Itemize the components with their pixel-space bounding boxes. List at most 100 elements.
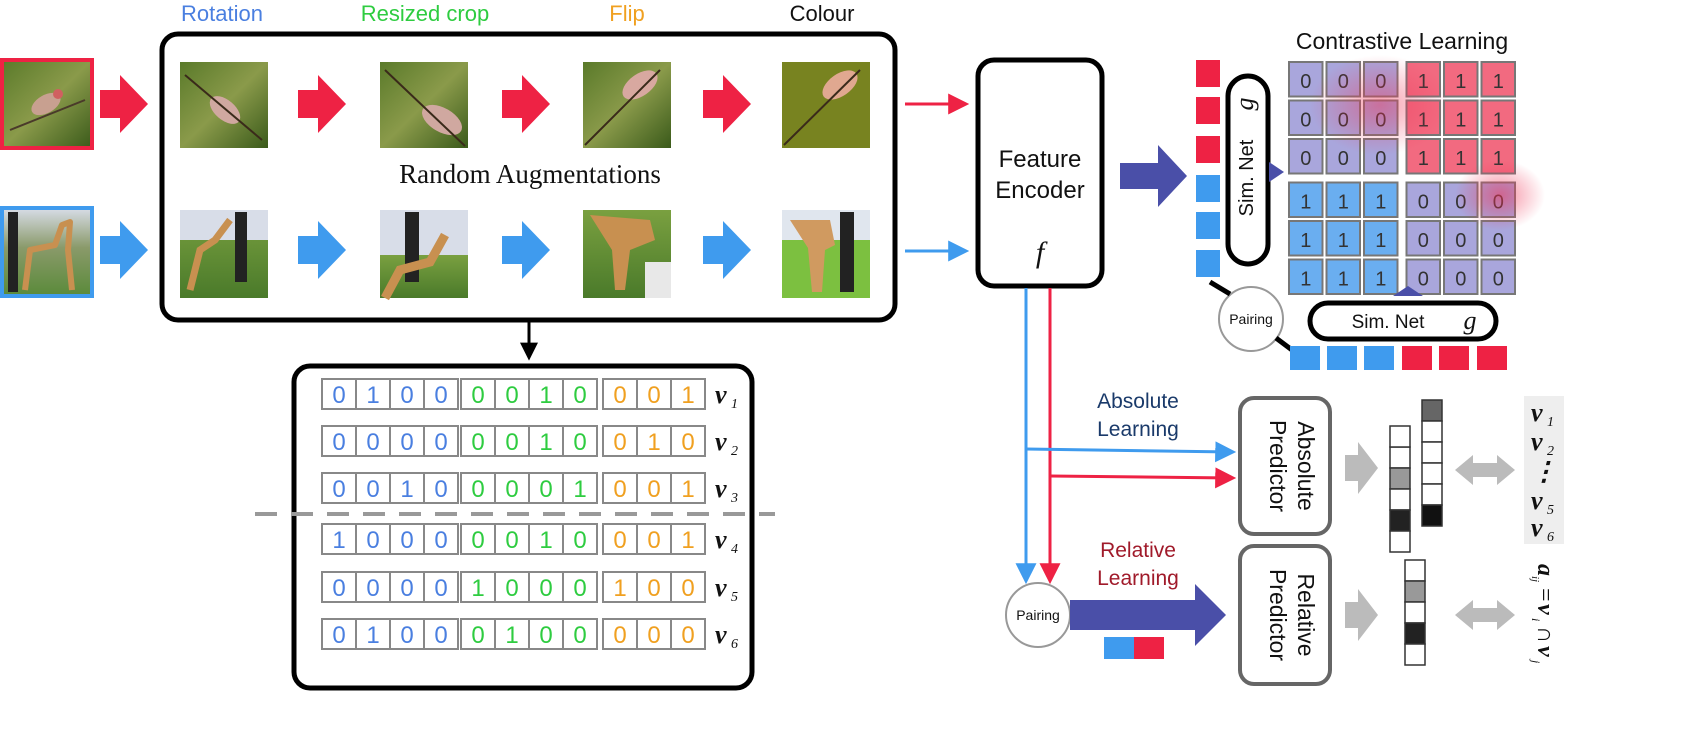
table-cell	[389, 523, 425, 555]
matrix-cell	[1288, 220, 1324, 257]
table-cell-value: 0	[505, 429, 518, 456]
matrix-cell	[1325, 220, 1361, 257]
table-cell	[423, 378, 459, 410]
table-row-vector-subscript: 2	[731, 444, 738, 459]
table-cell-value: 0	[434, 382, 447, 409]
encoder-to-contrastive-arrow	[1120, 145, 1187, 207]
table-cell	[562, 571, 598, 603]
table-cell-value: 0	[573, 575, 586, 602]
bird-colour-image	[782, 62, 870, 148]
matrix-cell	[1480, 99, 1516, 136]
matrix-cell-value: 0	[1418, 269, 1429, 291]
table-cell-value: 1	[366, 382, 379, 409]
bird-rotation-image	[180, 62, 268, 148]
absolute-target-label: v	[1531, 513, 1543, 542]
matrix-glow-bottom	[1455, 160, 1545, 230]
table-row-vector-label: v	[715, 380, 727, 409]
table-cell-value: 0	[332, 476, 345, 503]
sim-net-vertical-label: Sim. Net	[1236, 139, 1258, 216]
table-cell-value: 0	[471, 527, 484, 554]
feature-encoder-line2: Encoder	[995, 177, 1084, 204]
table-cell	[460, 378, 496, 410]
table-cell	[636, 472, 672, 504]
table-cell	[562, 523, 598, 555]
matrix-cell-value: 0	[1300, 110, 1311, 132]
matrix-cell-value: 0	[1493, 230, 1504, 252]
table-cell	[670, 425, 706, 457]
input-bird-image	[0, 58, 94, 150]
table-cell	[389, 425, 425, 457]
matrix-cell	[1363, 181, 1399, 218]
matrix-cell	[1288, 258, 1324, 295]
table-row-vector-subscript: 5	[731, 590, 738, 605]
matrix-cell-value: 0	[1338, 148, 1349, 170]
table-cell	[389, 378, 425, 410]
relative-target-j: j	[1529, 658, 1543, 664]
random-augmentations-label: Random Augmentations	[399, 159, 661, 189]
matrix-cell	[1405, 181, 1441, 218]
relative-target: a ij = v i ∩ v j	[1529, 564, 1558, 664]
relative-target-vj: v	[1532, 646, 1558, 657]
table-cell	[494, 571, 530, 603]
table-cell-value: 0	[434, 476, 447, 503]
table-cell-value: 0	[400, 527, 413, 554]
relative-target-eq: =	[1532, 588, 1558, 602]
dog-colour-image	[782, 210, 870, 298]
table-cell	[528, 571, 564, 603]
table-cell-value: 0	[647, 527, 660, 554]
table-cell	[602, 618, 638, 650]
relative-output-vector	[1404, 559, 1426, 666]
dog-rotation-image	[180, 210, 268, 298]
absolute-targets-panel	[1524, 396, 1564, 544]
matrix-cell	[1443, 258, 1479, 295]
table-cell-value: 1	[505, 622, 518, 649]
relative-compare-arrow	[1455, 600, 1515, 630]
table-cell	[528, 618, 564, 650]
matrix-glow-top	[1310, 55, 1450, 155]
relative-target-cap: ∩	[1532, 626, 1558, 643]
absolute-output-arrow	[1345, 442, 1378, 494]
table-cell-value: 1	[539, 429, 552, 456]
label-flip: Flip	[609, 1, 644, 26]
table-cell-value: 0	[434, 575, 447, 602]
matrix-cell-value: 1	[1418, 148, 1429, 170]
dog-arrow-1	[298, 221, 346, 279]
matrix-cell	[1480, 61, 1516, 98]
matrix-cell	[1363, 220, 1399, 257]
table-cell-value: 1	[681, 476, 694, 503]
table-cell-value: 0	[505, 476, 518, 503]
table-cell	[460, 523, 496, 555]
table-cell	[355, 618, 391, 650]
matrix-cell-value: 0	[1455, 230, 1466, 252]
matrix-cell	[1325, 258, 1361, 295]
table-cell-value: 1	[613, 575, 626, 602]
table-cell	[321, 523, 357, 555]
matrix-cell-value: 1	[1493, 148, 1504, 170]
absolute-compare-arrow	[1455, 455, 1515, 485]
table-cell-value: 0	[366, 429, 379, 456]
table-cell	[423, 472, 459, 504]
sim-net-vertical-box	[1225, 73, 1271, 267]
relative-target-i: i	[1529, 618, 1543, 621]
absolute-target-label: v	[1531, 427, 1543, 456]
absolute-target-subscript: 5	[1547, 503, 1554, 518]
label-resized-crop: Resized crop	[361, 1, 489, 26]
matrix-cell	[1405, 258, 1441, 295]
table-cell-value: 0	[471, 622, 484, 649]
table-cell-value: 1	[366, 622, 379, 649]
table-cell-value: 0	[505, 382, 518, 409]
matrix-cell	[1325, 181, 1361, 218]
sim-net-horizontal-symbol: g	[1464, 306, 1477, 335]
table-cell-value: 0	[613, 382, 626, 409]
table-cell-value: 1	[332, 527, 345, 554]
table-cell-value: 0	[613, 622, 626, 649]
absolute-learning-line1: Absolute	[1097, 390, 1179, 413]
absolute-predictor-line2: Predictor	[1265, 420, 1291, 512]
matrix-cell	[1363, 258, 1399, 295]
absolute-blue-arrow	[1025, 441, 1237, 463]
table-cell	[423, 571, 459, 603]
table-cell-value: 0	[681, 429, 694, 456]
dog-arrow-3	[703, 221, 751, 279]
